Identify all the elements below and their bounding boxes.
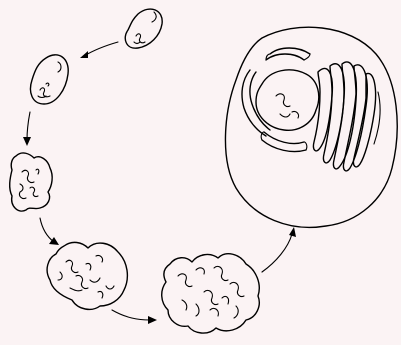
arrow-stage-3-to-4 — [40, 218, 59, 245]
stage-6-cell — [225, 27, 397, 227]
arrow-stage-2-to-3 — [23, 112, 31, 146]
arrow-stage-4-to-5 — [112, 310, 157, 324]
arrow-stage-5-to-6 — [262, 227, 296, 272]
arrow-stage-1-to-2 — [80, 42, 118, 58]
stage-1-cell — [125, 9, 162, 48]
stage-4-cell — [47, 242, 127, 309]
stage-5-cell — [162, 254, 260, 333]
stage-3-cell — [10, 153, 52, 211]
stage-2-cell — [31, 55, 69, 104]
